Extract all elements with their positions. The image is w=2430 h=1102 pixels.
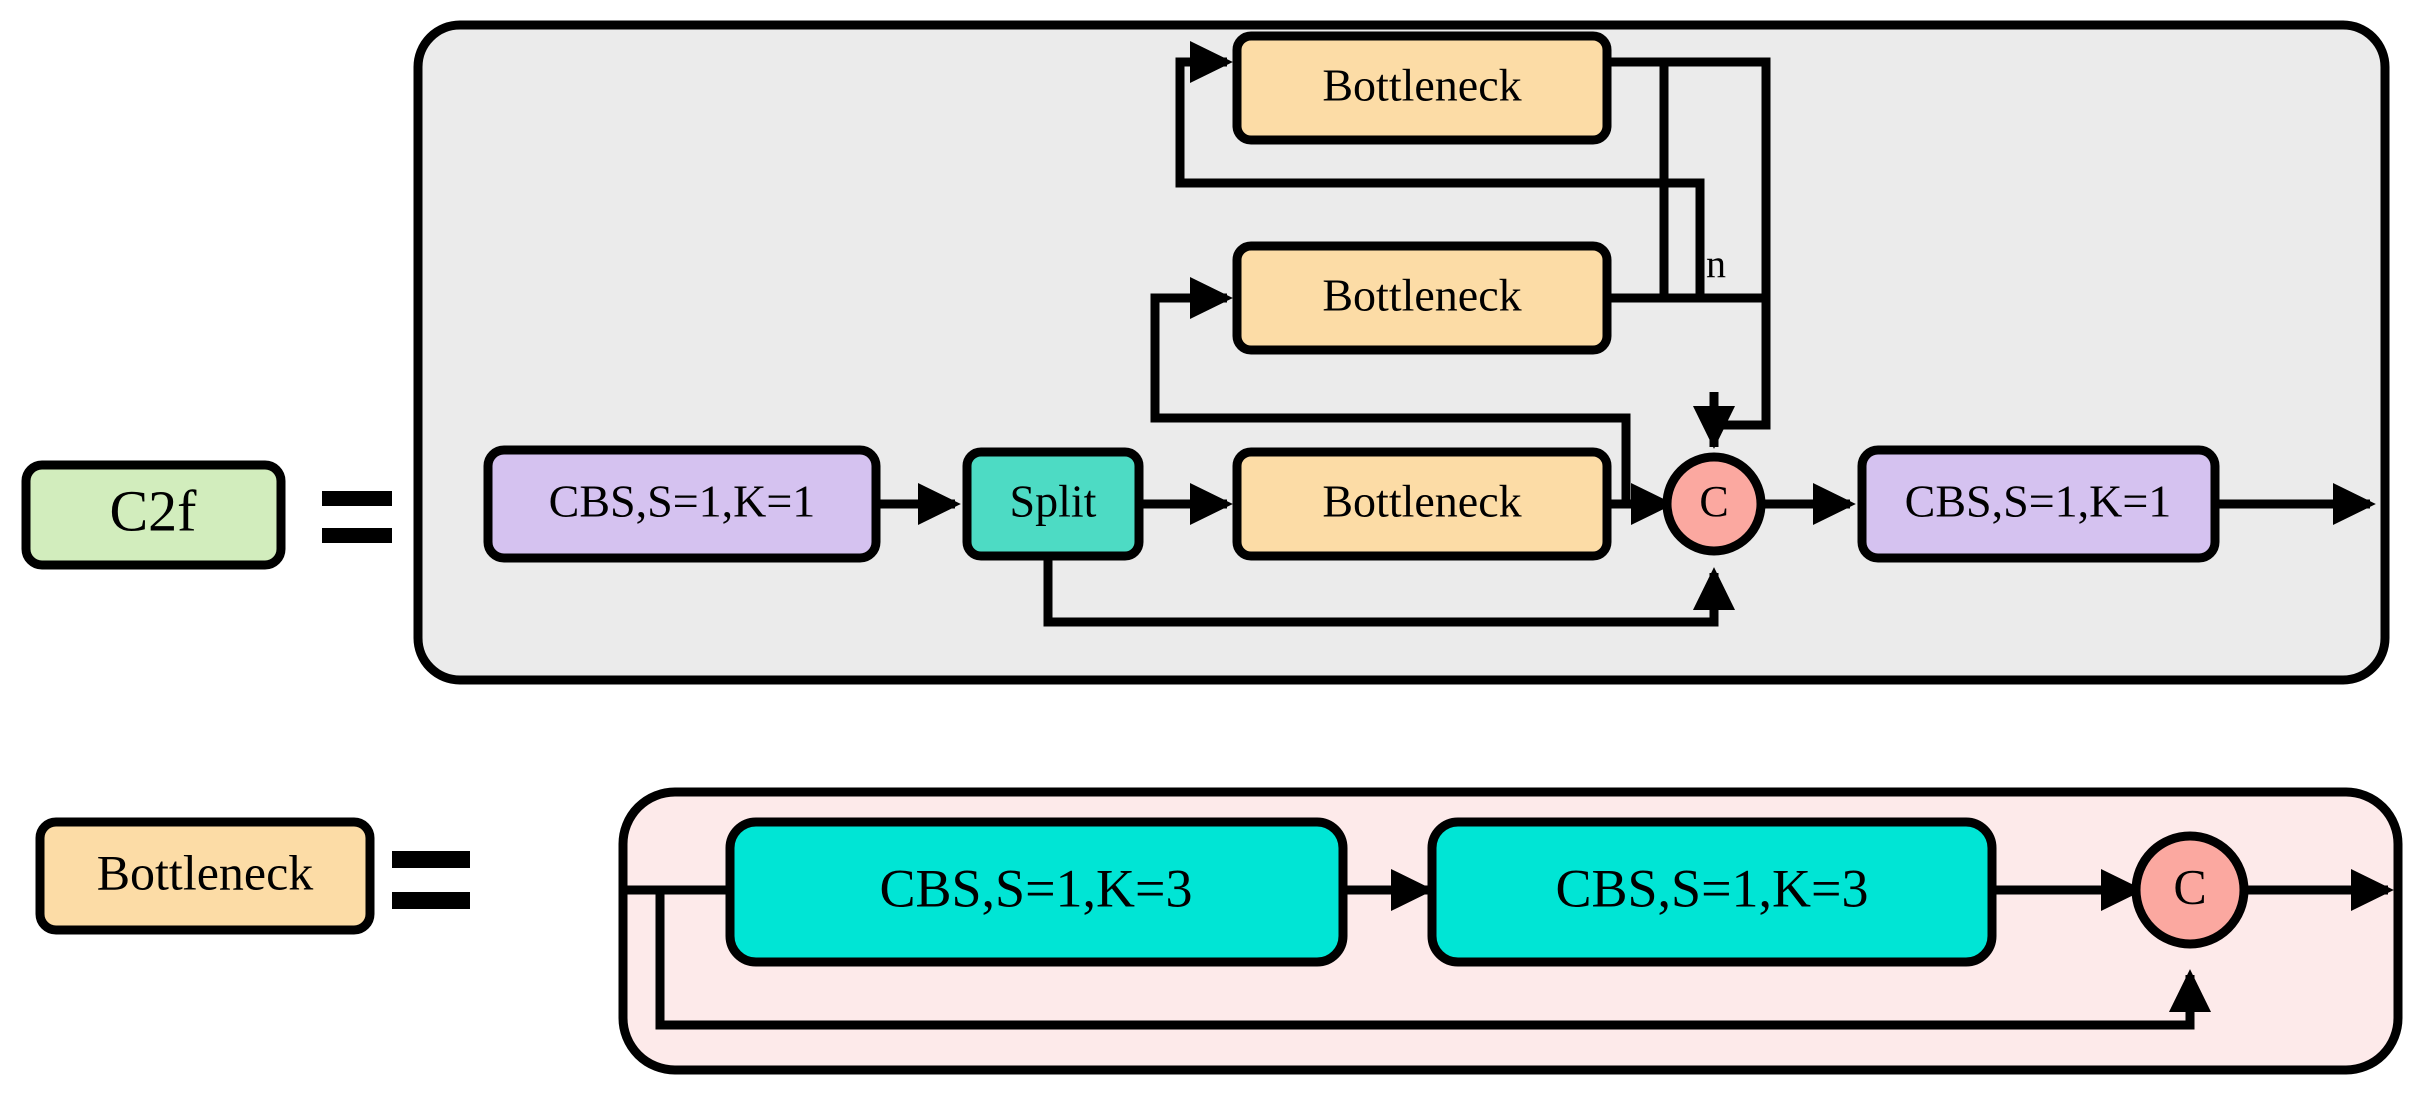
wire-bneck3-to-bneck2 [1150, 276, 1631, 504]
node-split-label: Split [1010, 476, 1097, 527]
node-concat-c2f-label: C [1699, 477, 1728, 526]
bottleneck-tag: Bottleneck [35, 817, 375, 935]
node-cbs-in: CBS,S=1,K=1 [483, 445, 881, 563]
node-add-bottleneck-circle [2131, 831, 2249, 949]
node-concat-c2f: C [1662, 452, 1766, 556]
node-bottleneck-1-label: Bottleneck [1322, 60, 1521, 111]
node-concat-c2f-circle [1662, 452, 1766, 556]
node-bottleneck-3-label: Bottleneck [1322, 476, 1521, 527]
wire-split-bypass-to-concat [1043, 557, 1736, 627]
equals-bar-top-2 [392, 851, 470, 868]
node-cbs-a-label: CBS,S=1,K=3 [879, 858, 1192, 918]
c2f-tag: C2f [21, 460, 286, 570]
node-cbs-b: CBS,S=1,K=3 [1427, 817, 1997, 967]
node-add-bottleneck-label: C [2173, 858, 2206, 914]
node-cbs-in-label: CBS,S=1,K=1 [549, 476, 816, 527]
node-split-box [962, 447, 1144, 561]
equals-bar-bottom [322, 528, 392, 543]
c2f-tag-label: C2f [110, 478, 198, 543]
node-bottleneck-3-box [1232, 447, 1612, 561]
node-cbs-in-box [483, 445, 881, 563]
node-bottleneck-2-box [1232, 241, 1612, 355]
node-cbs-a: CBS,S=1,K=3 [725, 817, 1348, 967]
node-cbs-a-box [725, 817, 1348, 967]
equals-sign-row2: = [392, 851, 470, 909]
node-split: Split [962, 447, 1144, 561]
node-cbs-out-box [1857, 445, 2220, 563]
equals-bar-bottom-2 [392, 892, 470, 909]
node-add-bottleneck: C [2131, 831, 2249, 949]
bottleneck-tag-box [35, 817, 375, 935]
node-bottleneck-2: Bottleneck [1232, 241, 1612, 355]
node-bottleneck-2-label: Bottleneck [1322, 270, 1521, 321]
node-cbs-out: CBS,S=1,K=1 [1857, 445, 2220, 563]
node-cbs-out-label: CBS,S=1,K=1 [1905, 476, 2172, 527]
node-bottleneck-3: Bottleneck [1232, 447, 1612, 561]
node-cbs-b-box [1427, 817, 1997, 967]
bottleneck-tag-label: Bottleneck [97, 844, 314, 900]
equals-sign-row1: = [322, 491, 392, 543]
repeat-count-label: n [1706, 241, 1726, 286]
wire-residual-skip [655, 890, 2212, 1030]
c2f-tag-box [21, 460, 286, 570]
node-cbs-b-label: CBS,S=1,K=3 [1555, 858, 1868, 918]
node-bottleneck-1-box [1232, 31, 1612, 145]
equals-bar-top [322, 491, 392, 506]
node-bottleneck-1: Bottleneck [1232, 31, 1612, 145]
